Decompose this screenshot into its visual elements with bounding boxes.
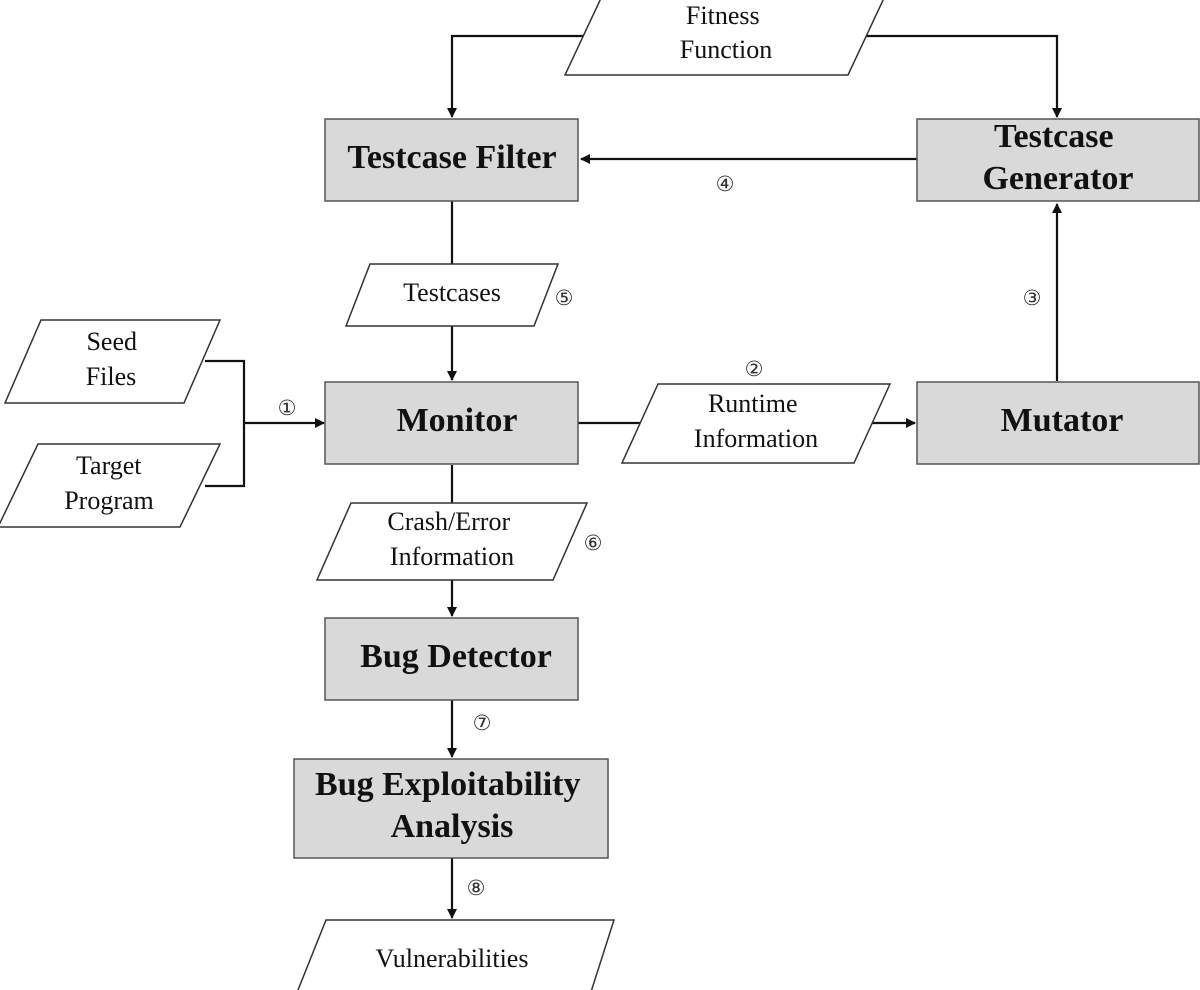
bug-detector-box bbox=[324, 617, 579, 701]
step-3-label: ③ bbox=[1023, 286, 1042, 310]
fitness-function-label: Fitness Function bbox=[680, 1, 772, 64]
vulnerabilities-shape bbox=[297, 919, 616, 990]
arrow-fitness-to-generator bbox=[866, 34, 1062, 118]
bug-exploitability-label: Bug Exploitability Analysis bbox=[315, 766, 589, 845]
runtime-information-shape bbox=[620, 383, 892, 464]
line-seed-files-bracket bbox=[205, 359, 246, 488]
process-monitor: Monitor bbox=[324, 381, 579, 465]
mutator-label: Mutator bbox=[1001, 402, 1124, 439]
target-program-label-line2: Program bbox=[64, 486, 154, 515]
bug-exploitability-label-line1: Bug Exploitability bbox=[315, 766, 580, 803]
bug-detector-label: Bug Detector bbox=[360, 638, 552, 675]
testcase-generator-label-line2: Generator bbox=[982, 160, 1133, 197]
process-testcase-filter: Testcase Filter bbox=[324, 118, 579, 202]
vulnerabilities-label: Vulnerabilities bbox=[376, 944, 529, 973]
step-labels: ① ② ③ ④ ⑤ ⑥ ⑦ ⑧ bbox=[278, 172, 1042, 900]
fitness-function-label-line1: Fitness bbox=[686, 1, 760, 30]
testcases-label: Testcases bbox=[403, 278, 501, 307]
target-program-label: Target Program bbox=[64, 451, 154, 515]
crash-error-information-label: Crash/Error Information bbox=[387, 507, 516, 571]
seed-files-label-line2: Files bbox=[86, 362, 137, 391]
target-program-label-line1: Target bbox=[76, 451, 142, 480]
step-6-label: ⑥ bbox=[584, 531, 603, 555]
connectors bbox=[205, 34, 1062, 919]
monitor-box bbox=[324, 381, 579, 465]
seed-files-label-line1: Seed bbox=[86, 327, 137, 356]
bug-exploitability-box bbox=[293, 758, 609, 859]
runtime-information-label-line2: Information bbox=[694, 424, 818, 453]
crash-error-information-label-line2: Information bbox=[390, 542, 514, 571]
step-8-label: ⑧ bbox=[467, 876, 486, 900]
step-2-label: ② bbox=[745, 357, 764, 381]
testcase-filter-box bbox=[324, 118, 579, 202]
runtime-information-label: Runtime Information bbox=[694, 389, 818, 453]
crash-error-information-label-line1: Crash/Error bbox=[387, 507, 510, 536]
step-7-label: ⑦ bbox=[473, 711, 492, 735]
process-mutator: Mutator bbox=[916, 381, 1200, 465]
runtime-information-label-line1: Runtime bbox=[708, 389, 798, 418]
data-crash-error-information: Crash/Error Information bbox=[315, 502, 589, 581]
mutator-box bbox=[916, 381, 1200, 465]
testcases-shape bbox=[344, 263, 560, 327]
arrow-fitness-to-filter bbox=[447, 34, 585, 118]
data-fitness-function: Fitness Function bbox=[563, 0, 884, 76]
seed-files-shape bbox=[3, 319, 222, 404]
crash-error-information-shape bbox=[315, 502, 589, 581]
seed-files-label: Seed Files bbox=[86, 327, 144, 391]
fitness-function-label-line2: Function bbox=[680, 35, 772, 64]
testcase-generator-label: Testcase Generator bbox=[982, 118, 1133, 197]
process-bug-exploitability: Bug Exploitability Analysis bbox=[293, 758, 609, 859]
data-runtime-information: Runtime Information bbox=[620, 383, 892, 464]
target-program-shape bbox=[0, 443, 222, 528]
process-testcase-generator: Testcase Generator bbox=[916, 118, 1200, 202]
step-5-label: ⑤ bbox=[555, 286, 574, 310]
monitor-label: Monitor bbox=[397, 402, 518, 439]
data-seed-files: Seed Files bbox=[3, 319, 222, 404]
fitness-function-shape bbox=[563, 0, 884, 76]
step-4-label: ④ bbox=[716, 172, 735, 196]
data-testcases: Testcases bbox=[344, 263, 560, 327]
testcase-filter-label: Testcase Filter bbox=[347, 139, 556, 176]
testcase-generator-label-line1: Testcase bbox=[994, 118, 1114, 155]
data-vulnerabilities: Vulnerabilities bbox=[297, 919, 616, 990]
bug-exploitability-label-line2: Analysis bbox=[391, 808, 514, 845]
testcase-generator-box bbox=[916, 118, 1200, 202]
step-1-label: ① bbox=[278, 396, 297, 420]
process-bug-detector: Bug Detector bbox=[324, 617, 579, 701]
data-target-program: Target Program bbox=[0, 443, 222, 528]
